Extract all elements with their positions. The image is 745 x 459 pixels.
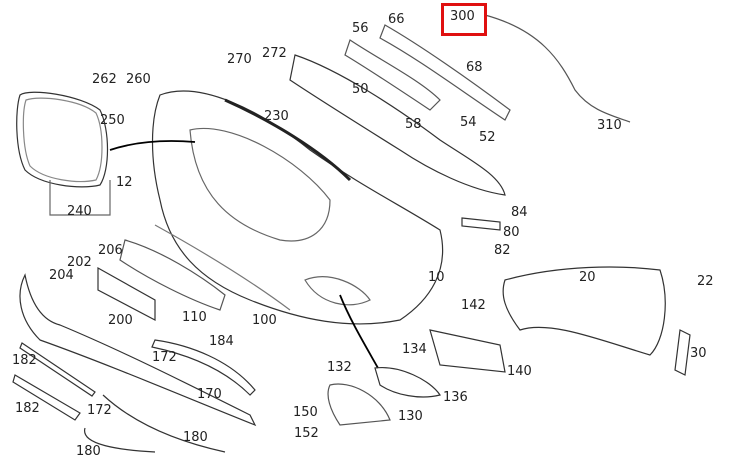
- part-56: [344, 39, 441, 111]
- trim-182b: [12, 374, 81, 421]
- spoiler-170: [19, 273, 257, 427]
- bumper-grille-opening: [189, 128, 331, 242]
- lower-grille-110: [119, 239, 226, 311]
- grille-outline: [16, 91, 109, 188]
- part-label-84[interactable]: 84: [511, 205, 528, 220]
- bracket-140: [429, 329, 506, 373]
- part-label-270[interactable]: 270: [227, 52, 252, 67]
- part-label-142[interactable]: 142: [461, 298, 486, 313]
- part-label-182[interactable]: 182: [12, 353, 37, 368]
- part-label-240[interactable]: 240: [67, 204, 92, 219]
- part-label-180[interactable]: 180: [76, 444, 101, 459]
- part-label-200[interactable]: 200: [108, 313, 133, 328]
- part-label-172[interactable]: 172: [87, 403, 112, 418]
- part-label-300[interactable]: 300: [450, 9, 475, 24]
- part-label-230[interactable]: 230: [264, 109, 289, 124]
- cable-300: [484, 14, 631, 123]
- part-label-206[interactable]: 206: [98, 243, 123, 258]
- part-200: [97, 266, 156, 321]
- part-label-260[interactable]: 260: [126, 72, 151, 87]
- leader-line-136: [339, 294, 379, 369]
- bracket-80: [461, 217, 501, 231]
- part-label-54[interactable]: 54: [460, 115, 477, 130]
- part-label-100[interactable]: 100: [252, 313, 277, 328]
- part-label-272[interactable]: 272: [262, 46, 287, 61]
- strip-100: [154, 224, 291, 311]
- part-label-20[interactable]: 20: [579, 270, 596, 285]
- part-label-68[interactable]: 68: [466, 60, 483, 75]
- part-label-10[interactable]: 10: [428, 270, 445, 285]
- part-label-262[interactable]: 262: [92, 72, 117, 87]
- part-label-66[interactable]: 66: [388, 12, 405, 27]
- part-label-182[interactable]: 182: [15, 401, 40, 416]
- fog-grille-130: [327, 383, 391, 426]
- part-66: [379, 24, 511, 121]
- bracket-240: [49, 180, 111, 216]
- part-label-250[interactable]: 250: [100, 113, 125, 128]
- part-label-152[interactable]: 152: [294, 426, 319, 441]
- part-label-202[interactable]: 202: [67, 255, 92, 270]
- bumper-fog-opening: [304, 276, 371, 306]
- part-label-22[interactable]: 22: [697, 274, 714, 289]
- part-label-80[interactable]: 80: [503, 225, 520, 240]
- fog-bezel-136: [374, 367, 441, 398]
- part-label-56[interactable]: 56: [352, 21, 369, 36]
- part-label-180[interactable]: 180: [183, 430, 208, 445]
- part-label-310[interactable]: 310: [597, 118, 622, 133]
- part-label-110[interactable]: 110: [182, 310, 207, 325]
- part-label-140[interactable]: 140: [507, 364, 532, 379]
- bumper-cover: [151, 90, 444, 325]
- part-label-130[interactable]: 130: [398, 409, 423, 424]
- trim-180a: [102, 394, 226, 453]
- strip-230: [224, 98, 352, 182]
- part-label-204[interactable]: 204: [49, 268, 74, 283]
- part-label-82[interactable]: 82: [494, 243, 511, 258]
- part-label-184[interactable]: 184: [209, 334, 234, 349]
- carrier-50: [289, 54, 506, 196]
- part-label-52[interactable]: 52: [479, 130, 496, 145]
- part-label-50[interactable]: 50: [352, 82, 369, 97]
- part-label-134[interactable]: 134: [402, 342, 427, 357]
- grille-inner: [22, 97, 103, 183]
- bracket-20: [502, 266, 666, 356]
- part-label-30[interactable]: 30: [690, 346, 707, 361]
- part-label-136[interactable]: 136: [443, 390, 468, 405]
- trim-182a: [19, 342, 96, 397]
- part-label-12[interactable]: 12: [116, 175, 133, 190]
- part-label-172[interactable]: 172: [152, 350, 177, 365]
- trim-180b: [84, 427, 156, 453]
- leader-line-240: [109, 140, 196, 151]
- part-label-170[interactable]: 170: [197, 387, 222, 402]
- part-label-58[interactable]: 58: [405, 117, 422, 132]
- bracket-30: [674, 329, 691, 376]
- highlight-box-300: [441, 3, 487, 36]
- trim-184: [151, 339, 256, 396]
- part-label-150[interactable]: 150: [293, 405, 318, 420]
- part-label-132[interactable]: 132: [327, 360, 352, 375]
